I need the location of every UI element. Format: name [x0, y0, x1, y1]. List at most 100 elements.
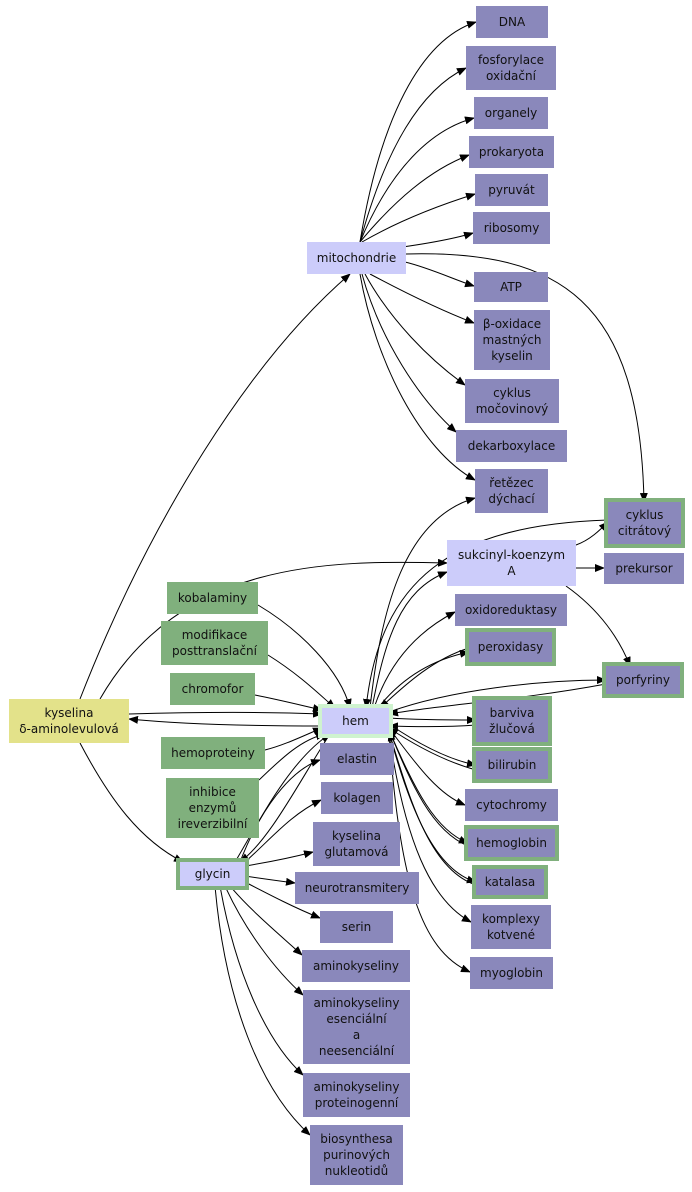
edge-mitochondrie-to-prokaryota [359, 154, 470, 243]
edge-glycin-to-kolagen [244, 799, 322, 863]
edge-arrow [244, 850, 314, 867]
edge-glycin-to-serin [244, 881, 321, 919]
node-box [476, 700, 548, 742]
node-porfyriny[interactable]: porfyriny [602, 662, 684, 698]
node-mitochondrie[interactable]: mitochondrie [307, 242, 406, 274]
node-label: glycin [195, 867, 231, 881]
node-label: sukcinyl-koenzym [458, 548, 565, 562]
node-oxidoreduktasy[interactable]: oxidoreduktasy [455, 594, 567, 626]
edge-arrow [565, 585, 631, 667]
node-atp[interactable]: ATP [474, 272, 548, 302]
node-hemoglobin[interactable]: hemoglobin [464, 825, 559, 861]
node-box [320, 911, 393, 943]
node-label: citrátový [618, 524, 671, 538]
node-serin[interactable]: serin [320, 911, 393, 943]
node-box [303, 990, 410, 1064]
node-dna[interactable]: DNA [476, 6, 548, 38]
node-box [468, 829, 555, 857]
node-dekarboxylace[interactable]: dekarboxylace [456, 430, 567, 462]
node-katalasa[interactable]: katalasa [472, 865, 548, 899]
node-box [471, 905, 551, 949]
edge-arrow [404, 261, 475, 288]
edge-bilirubin-to-hem [388, 727, 477, 771]
node-pyruvat[interactable]: pyruvát [475, 174, 548, 206]
edge-katalasa-to-hem [387, 731, 477, 886]
node-label: hemoproteiny [171, 746, 255, 760]
edge-hem-to-cytochromy [388, 727, 466, 806]
node-glycin[interactable]: glycin [176, 858, 249, 890]
node-box [475, 174, 548, 206]
node-box [473, 212, 550, 244]
node-aminokyseliny[interactable]: aminokyseliny [302, 950, 410, 982]
edge-arrow [405, 253, 648, 503]
node-box [320, 743, 394, 775]
edge-cyklus_citratovy-to-hem [363, 519, 609, 709]
edge-arrow [379, 647, 470, 709]
node-cytochromy[interactable]: cytochromy [465, 789, 558, 821]
node-label: modifikace [182, 628, 248, 642]
node-prokaryota[interactable]: prokaryota [469, 136, 554, 168]
node-peroxidasy[interactable]: peroxidasy [465, 628, 556, 666]
node-neurotransmitery[interactable]: neurotransmitery [295, 872, 419, 904]
node-label: žlučová [489, 722, 535, 736]
node-box [470, 957, 553, 989]
node-elastin[interactable]: elastin [320, 743, 394, 775]
node-label: aminokyseliny [313, 959, 399, 973]
node-hemoproteiny[interactable]: hemoproteiny [161, 737, 265, 769]
node-box [303, 1073, 410, 1117]
node-label: organely [485, 106, 537, 120]
node-label: oxidační [486, 69, 537, 83]
node-box [466, 46, 556, 90]
node-box [180, 862, 245, 886]
edge-arrow [244, 799, 322, 863]
node-label: a [353, 1028, 360, 1042]
node-kobalaminy[interactable]: kobalaminy [167, 582, 258, 614]
edge-mitochondrie-to-fosforylace [359, 67, 467, 243]
node-label: hem [342, 714, 369, 728]
node-hem[interactable]: hem [318, 704, 393, 738]
edge-arrow [388, 729, 469, 844]
edge-mitochondrie-to-organely [359, 116, 475, 243]
edge-arrow [99, 558, 448, 700]
node-label: barviva [490, 706, 535, 720]
node-chromofor[interactable]: chromofor [170, 673, 255, 705]
edge-hem-to-glycin [239, 733, 331, 863]
node-box [606, 666, 680, 694]
node-box [476, 869, 544, 895]
edge-arrow [128, 715, 323, 727]
node-label: cyklus [493, 386, 531, 400]
edge-arrow [244, 875, 296, 886]
edge-kyselina_ala-to-mitochondrie [79, 273, 351, 700]
edge-sukcinyl-to-cyklus_citratovy [575, 521, 609, 546]
node-myoglobin[interactable]: myoglobin [470, 957, 553, 989]
node-barviva[interactable]: barviva žlučová [472, 696, 552, 746]
node-label: cytochromy [476, 798, 547, 812]
node-prekursor[interactable]: prekursor [604, 553, 684, 584]
node-kolagen[interactable]: kolagen [321, 782, 393, 814]
node-organely[interactable]: organely [474, 97, 548, 129]
edge-barviva-to-hem [388, 722, 477, 731]
node-label: β-oxidace [483, 317, 541, 331]
node-box [9, 699, 129, 743]
node-ribosomy[interactable]: ribosomy [473, 212, 550, 244]
node-box [455, 594, 567, 626]
node-bilirubin[interactable]: bilirubin [472, 747, 552, 783]
edge-arrow [388, 722, 477, 731]
node-box [313, 822, 400, 866]
node-label: neesenciální [319, 1044, 395, 1058]
